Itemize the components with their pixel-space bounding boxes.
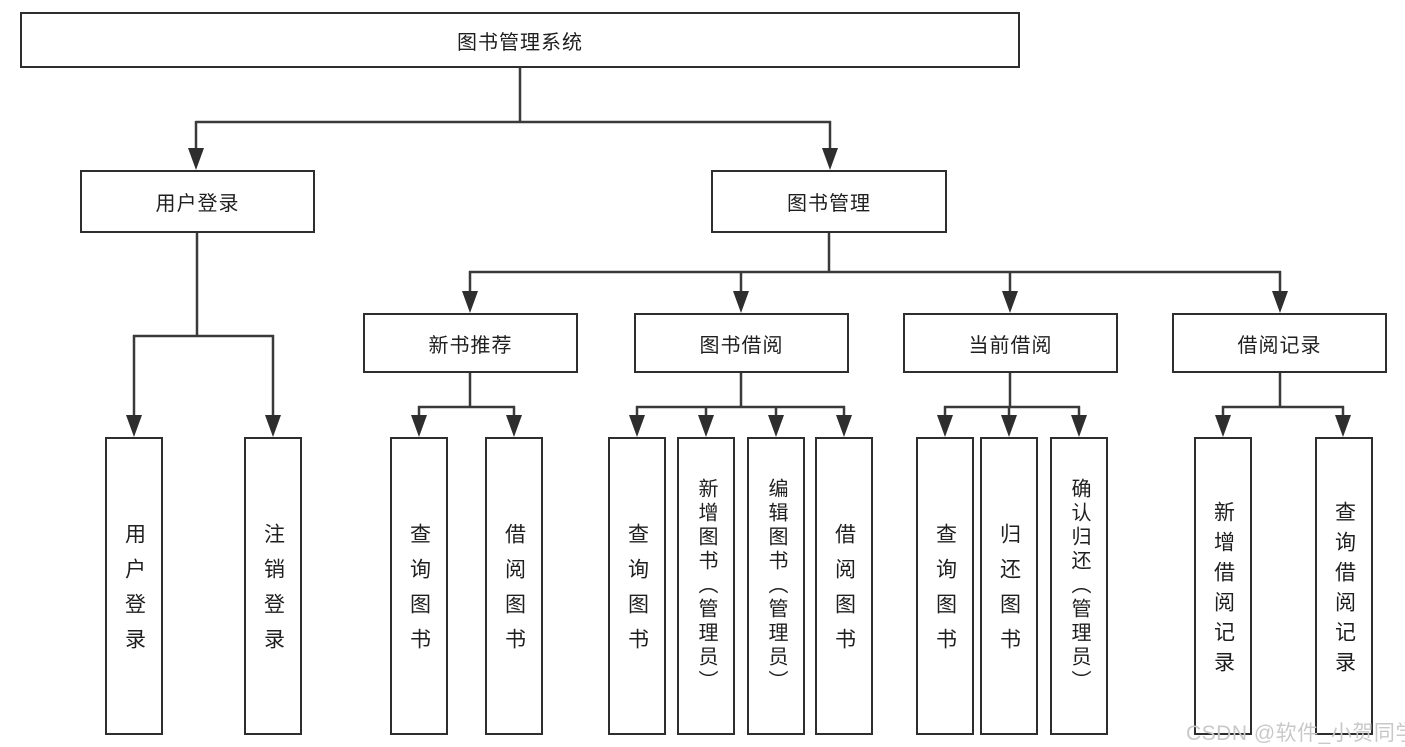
leaf-box-add-borrow-record: 新增借阅记录 [1194,437,1252,735]
leaf-box-query-books-current: 查询图书 [916,437,974,735]
branch-label: 当前借阅 [968,334,1053,357]
leaf-label: 查询图书 [625,523,649,663]
arrowheads [126,148,1351,437]
leaf-box-borrow-books-recommend: 借阅图书 [485,437,543,735]
leaf-label: 查询图书 [407,523,431,663]
leaf-label: 新增图书（管理员） [695,478,717,694]
leaf-box-edit-books-admin: 编辑图书（管理员） [747,437,805,735]
leaf-label: 用户登录 [122,523,146,663]
leaf-box-query-books-recommend: 查询图书 [390,437,448,735]
branch-label: 用户登录 [155,193,240,215]
leaf-box-logout: 注销登录 [244,437,302,735]
leaf-label: 查询借阅记录 [1332,500,1356,681]
leaf-label: 编辑图书（管理员） [765,478,787,694]
branch-box-book-management: 图书管理 [711,170,947,233]
leaf-box-query-books-borrow: 查询图书 [608,437,666,735]
branch-label: 借阅记录 [1237,334,1322,357]
leaf-box-confirm-return-admin: 确认归还（管理员） [1050,437,1108,735]
leaf-label: 查询图书 [933,523,957,663]
leaf-label: 注销登录 [261,523,285,663]
root-label: 图书管理系统 [457,31,583,54]
leaf-box-return-books: 归还图书 [980,437,1038,735]
branch-box-new-book-recommend: 新书推荐 [363,313,578,373]
branch-box-user-login: 用户登录 [80,170,315,233]
leaf-box-user-login: 用户登录 [105,437,163,735]
branch-box-borrow-record: 借阅记录 [1172,313,1387,373]
root-box-library-system: 图书管理系统 [20,12,1020,68]
watermark: CSDN @软件_小贺同学 [1186,722,1405,745]
branch-label: 新书推荐 [428,334,513,357]
leaf-box-borrow-books: 借阅图书 [815,437,873,735]
leaf-label: 确认归还（管理员） [1068,478,1090,694]
branch-label: 图书借阅 [699,334,784,357]
branch-box-book-borrow: 图书借阅 [634,313,849,373]
leaf-label: 借阅图书 [832,523,856,663]
branch-box-current-borrow: 当前借阅 [903,313,1118,373]
leaf-label: 借阅图书 [502,523,526,663]
leaf-box-query-borrow-record: 查询借阅记录 [1315,437,1373,735]
branch-label: 图书管理 [787,193,871,215]
leaf-box-add-books-admin: 新增图书（管理员） [677,437,735,735]
leaf-label: 新增借阅记录 [1211,500,1235,681]
leaf-label: 归还图书 [997,523,1021,663]
